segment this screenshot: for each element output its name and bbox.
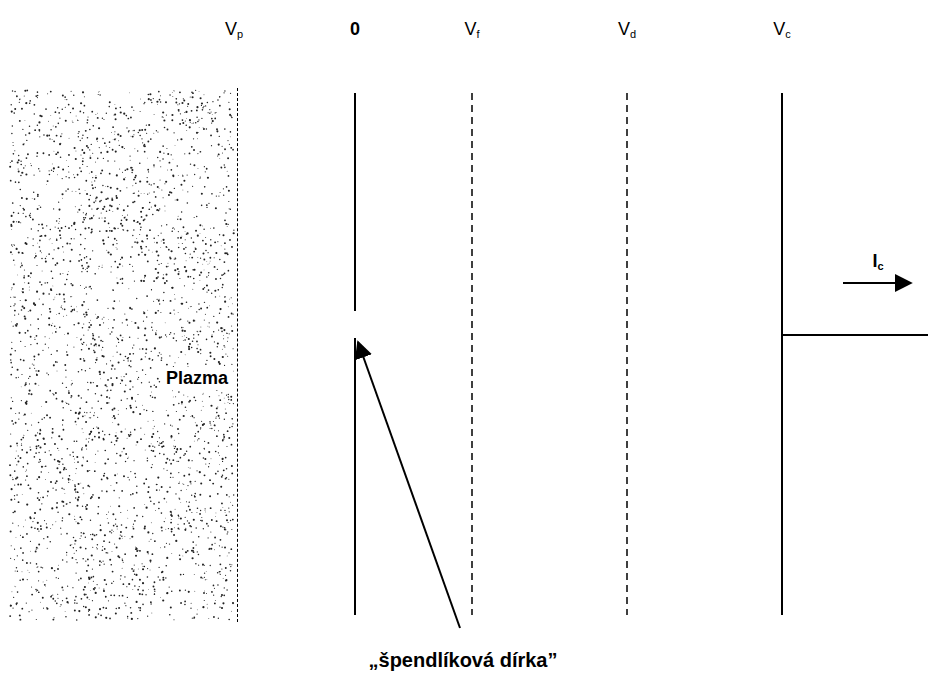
electrode-potential: Vf: [464, 19, 479, 41]
electrode-potential: Vd: [618, 19, 636, 41]
collector-wire: [782, 334, 928, 336]
ground-grid-lower: [354, 338, 356, 615]
electrode-potential: Vp: [225, 19, 243, 41]
plasma-texture: [8, 88, 238, 622]
pinhole-leader: [358, 342, 460, 628]
electrode-potential: Vc: [773, 19, 791, 41]
discriminator-grid: [626, 93, 628, 615]
current-arrow: [843, 282, 911, 284]
filter-grid: [471, 93, 473, 615]
electrode-potential: 0: [350, 19, 360, 41]
ground-grid-upper: [354, 93, 356, 311]
plasma-region: Plazma: [8, 88, 238, 622]
current-label: Ic: [872, 251, 883, 273]
collector-plate: [781, 93, 783, 615]
pinhole-callout: „špendlíková dírka”: [369, 648, 558, 672]
region-label: Plazma: [162, 367, 232, 390]
